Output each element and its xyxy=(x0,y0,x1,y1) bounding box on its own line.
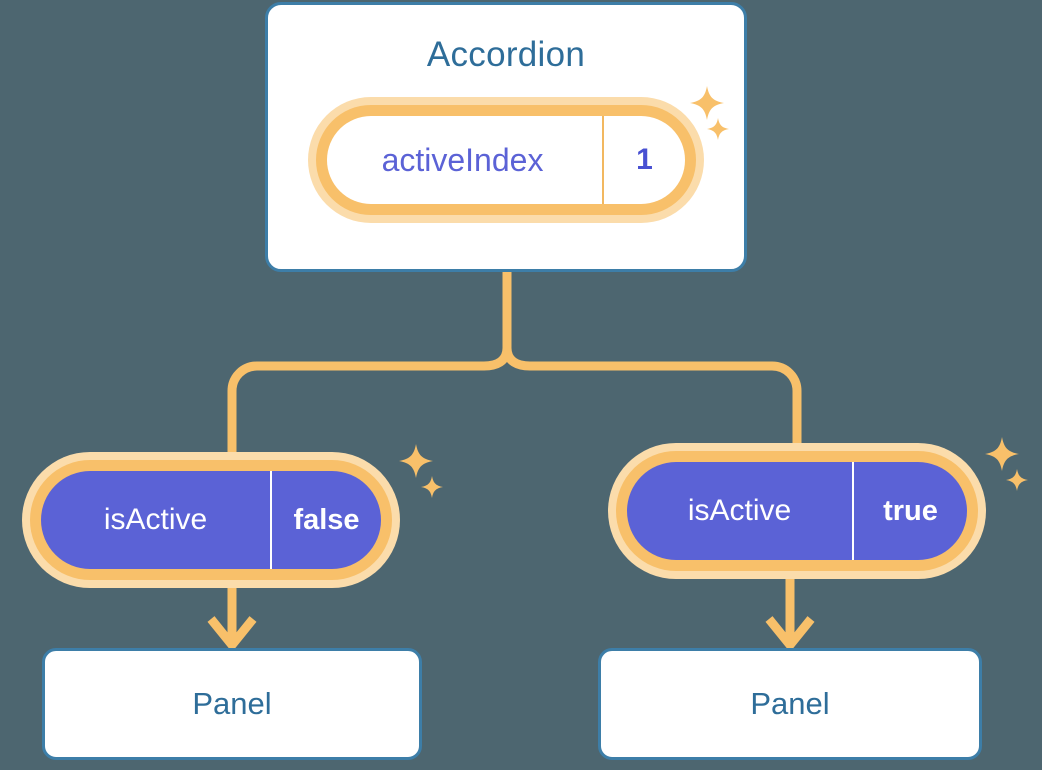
state-key-label: activeIndex xyxy=(381,141,544,178)
panel-box-left[interactable]: Panel xyxy=(42,648,422,760)
state-pill-is-active-false[interactable]: isActive false xyxy=(22,452,400,588)
panel-label: Panel xyxy=(192,686,272,721)
pill-body: activeIndex 1 xyxy=(327,116,685,204)
state-key-label: isActive xyxy=(103,503,208,536)
state-value-label: 1 xyxy=(602,116,685,204)
panel-box-right[interactable]: Panel xyxy=(598,648,982,760)
sparkle-icon xyxy=(421,476,443,498)
pill-body: isActive false xyxy=(41,471,381,569)
arrow-down-icon-right-head xyxy=(765,616,815,653)
sparkle-icon xyxy=(985,437,1019,471)
state-key-label: isActive xyxy=(687,494,792,527)
pill-body: isActive true xyxy=(627,462,967,560)
sparkle-icon xyxy=(399,444,433,478)
state-value-label: false xyxy=(270,471,381,569)
page-title: Accordion xyxy=(426,35,586,74)
state-pill-is-active-true[interactable]: isActive true xyxy=(608,443,986,579)
panel-label: Panel xyxy=(750,686,830,721)
state-pill-active-index[interactable]: activeIndex 1 xyxy=(308,97,704,223)
arrow-down-icon-left-head xyxy=(207,616,257,653)
state-value-label: true xyxy=(852,462,967,560)
sparkle-icon xyxy=(1006,469,1028,491)
